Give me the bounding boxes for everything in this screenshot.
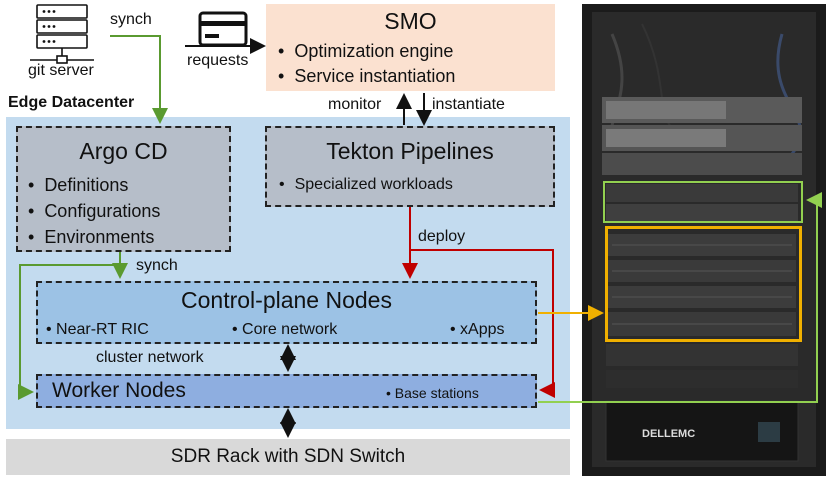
argo-item-environments: Environments bbox=[28, 224, 160, 250]
worker-item-base-stations: • Base stations bbox=[386, 385, 479, 401]
instantiate-label: instantiate bbox=[432, 96, 505, 113]
smo-list: Optimization engine Service instantiatio… bbox=[278, 39, 455, 89]
smo-box: SMO Optimization engine Service instanti… bbox=[266, 4, 555, 91]
cp-item-xapps: • xApps bbox=[450, 321, 505, 338]
tekton-item-workloads: Specialized workloads bbox=[279, 176, 453, 194]
yellow-highlight-box bbox=[605, 226, 802, 342]
argo-item-configurations: Configurations bbox=[28, 198, 160, 224]
cp-item-core-network-text: Core network bbox=[242, 321, 338, 338]
git-server-icon bbox=[30, 4, 94, 64]
cp-item-near-rt-ric-text: Near-RT RIC bbox=[56, 321, 149, 338]
sdr-rack-bar: SDR Rack with SDN Switch bbox=[6, 439, 570, 475]
cluster-network-label: cluster network bbox=[96, 349, 204, 366]
green-highlight-box bbox=[603, 181, 803, 223]
smo-item-optimization: Optimization engine bbox=[278, 39, 455, 64]
cp-item-core-network: • Core network bbox=[232, 321, 338, 338]
requests-icon bbox=[198, 11, 248, 47]
git-server-label: git server bbox=[28, 62, 94, 79]
worker-item-base-stations-text: Base stations bbox=[394, 385, 479, 401]
argo-cd-box: Argo CD Definitions Configurations Envir… bbox=[16, 126, 231, 252]
cp-item-xapps-text: xApps bbox=[460, 321, 505, 338]
tekton-list: Specialized workloads bbox=[279, 176, 453, 194]
synch-top-label: synch bbox=[110, 11, 152, 28]
argo-title: Argo CD bbox=[79, 138, 168, 164]
control-plane-title: Control-plane Nodes bbox=[181, 287, 392, 313]
monitor-label: monitor bbox=[328, 96, 382, 113]
requests-label: requests bbox=[187, 52, 249, 69]
cp-item-near-rt-ric: • Near-RT RIC bbox=[46, 321, 149, 338]
worker-title: Worker Nodes bbox=[52, 379, 186, 402]
tekton-pipelines-box: Tekton Pipelines Specialized workloads bbox=[265, 126, 555, 207]
tekton-title: Tekton Pipelines bbox=[326, 138, 494, 164]
control-plane-box: Control-plane Nodes • Near-RT RIC • Core… bbox=[36, 281, 537, 344]
smo-title: SMO bbox=[384, 8, 437, 34]
deploy-label: deploy bbox=[418, 228, 466, 245]
synch-mid-label: synch bbox=[136, 257, 178, 274]
dellemc-logo: DELLEMC bbox=[642, 428, 695, 440]
argo-list: Definitions Configurations Environments bbox=[28, 172, 160, 250]
sdr-label: SDR Rack with SDN Switch bbox=[170, 446, 406, 467]
argo-item-definitions: Definitions bbox=[28, 172, 160, 198]
smo-item-service: Service instantiation bbox=[278, 64, 455, 89]
worker-nodes-box: Worker Nodes • Base stations bbox=[36, 374, 537, 408]
edge-datacenter-title: Edge Datacenter bbox=[8, 94, 135, 111]
